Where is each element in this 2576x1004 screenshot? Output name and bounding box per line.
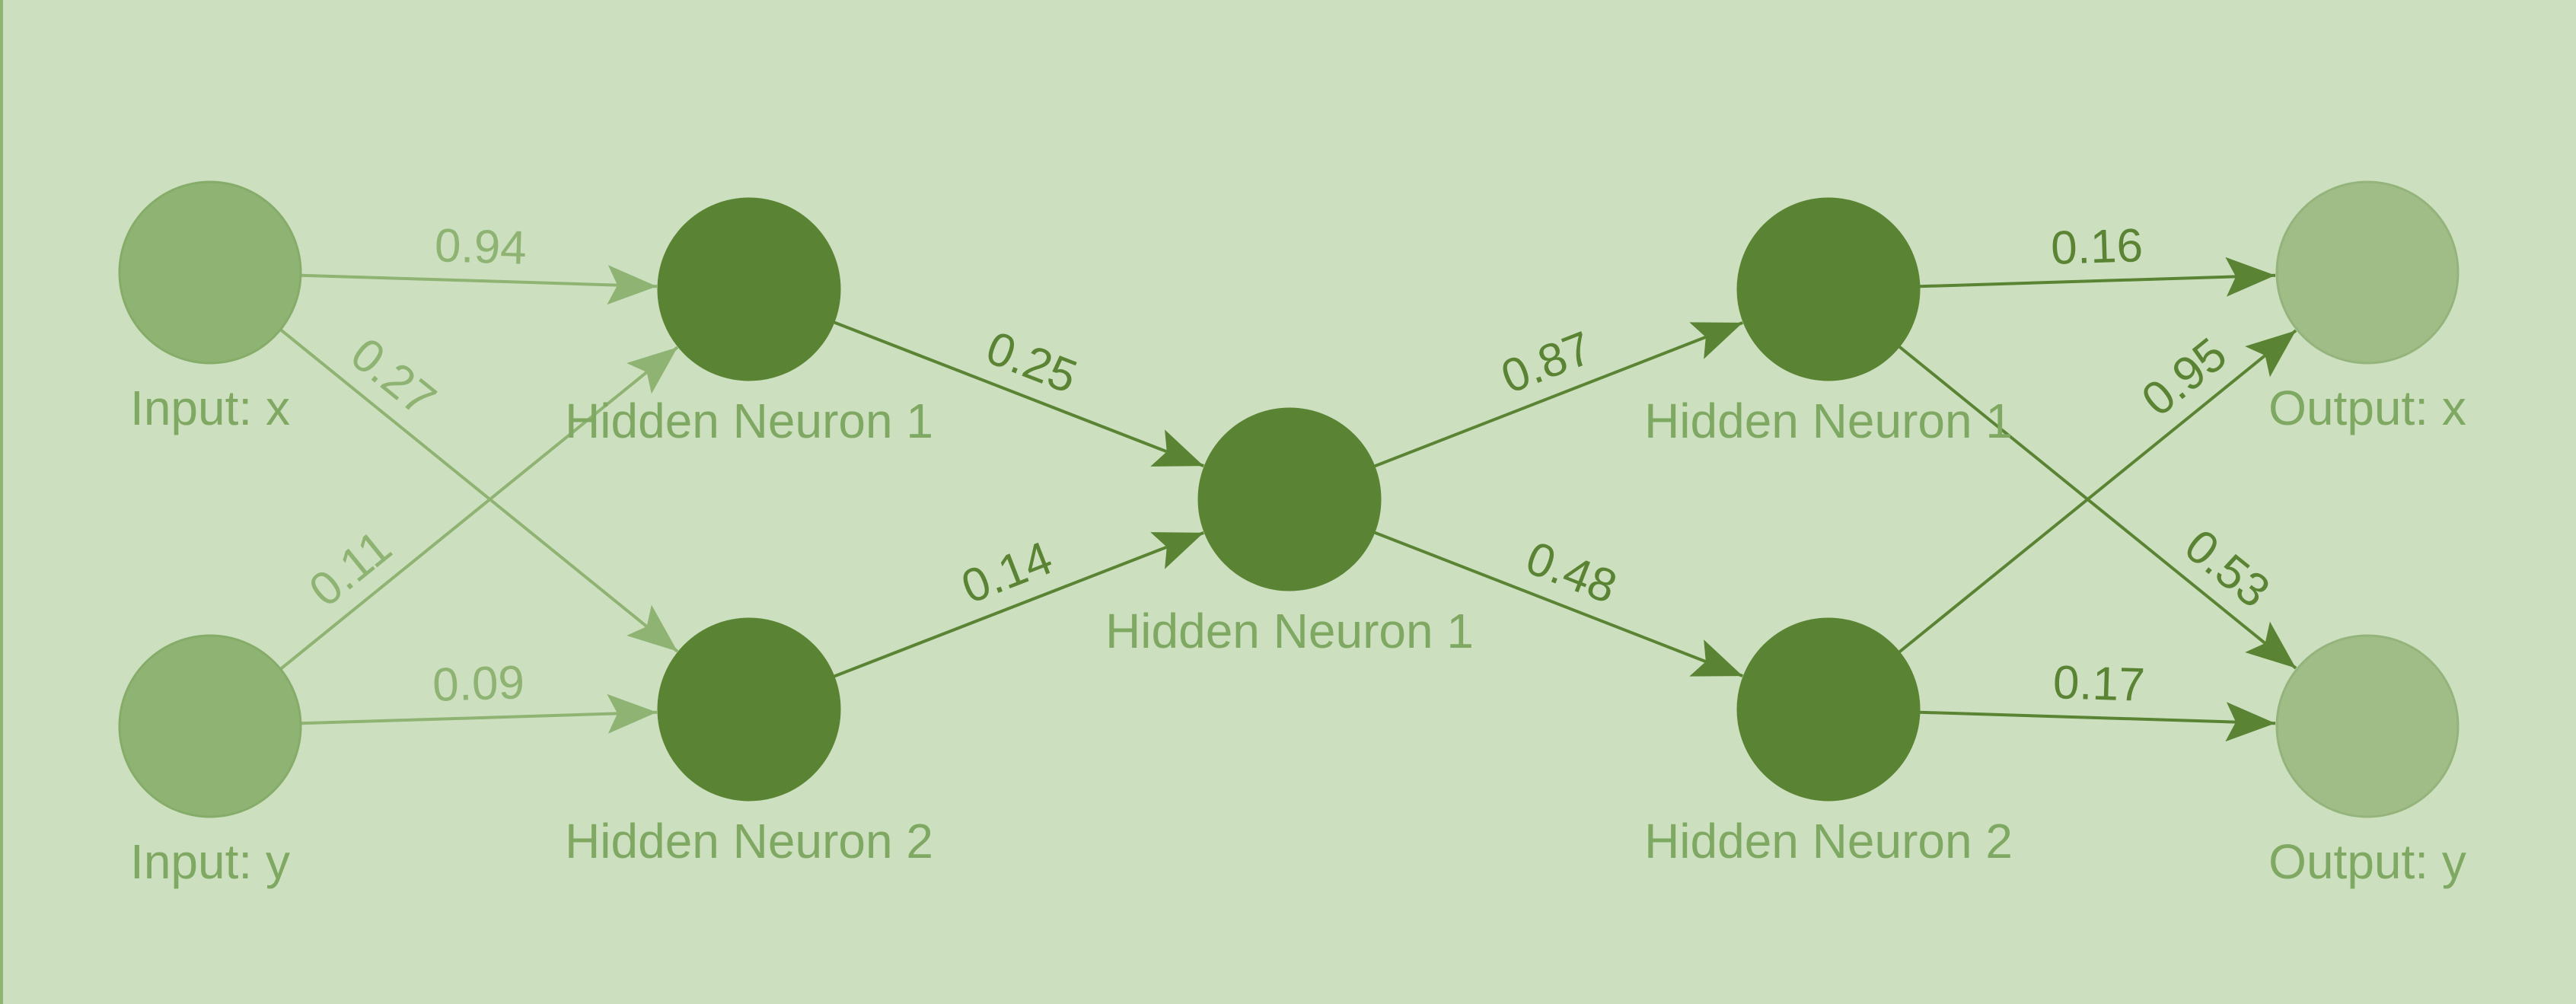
node-label: Hidden Neuron 2 [565,814,933,869]
edge-in_y-to-h1a [279,346,679,671]
node-label: Hidden Neuron 1 [565,394,933,448]
edge-in_x-to-h2a [279,328,679,653]
node-h2a[interactable] [657,617,841,802]
edge-weight-label: 0.53 [2175,519,2279,618]
node-in_x[interactable] [118,180,302,365]
edge-h2a-to-hc [833,531,1204,678]
edge-hc-to-h2b [1373,531,1743,677]
edges-layer: 0.94 0.27 0.11 0.09 0.25 0.14 0.87 0.48 0.16 0.53… [279,219,2297,742]
node-label: Hidden Neuron 1 [1105,604,1474,658]
node-label: Input: y [130,834,290,889]
edge-h1a-to-hc [833,320,1204,468]
edge-weight-label: 0.95 [2132,328,2236,427]
node-hc[interactable] [1197,407,1382,591]
node-h1a[interactable] [657,197,841,381]
edge-in_y-to-h2a [300,693,658,734]
left-border [0,0,3,1004]
node-label: Hidden Neuron 2 [1644,814,2013,869]
node-label: Output: x [2268,381,2466,435]
node-in_y[interactable] [118,634,302,818]
edge-weight-label: 0.14 [955,532,1059,614]
nodes-layer: Input: x Input: y Hidden Neuron 1 Hidden Ne… [118,180,2466,889]
node-h1b[interactable] [1736,197,1921,381]
edge-weight-label: 0.94 [434,219,528,275]
edge-in_x-to-h1a [300,265,658,305]
edge-weight-label: 0.48 [1519,531,1623,614]
node-out_x[interactable] [2275,180,2460,365]
edge-weight-label: 0.25 [979,322,1083,404]
node-h2b[interactable] [1736,617,1921,802]
edge-weight-label: 0.27 [341,328,445,427]
edge-h1b-to-out_x [1918,257,2276,297]
edge-weight-label: 0.16 [2050,219,2144,275]
edge-weight-label: 0.09 [432,656,525,712]
node-label: Output: y [2268,834,2466,889]
edge-weight-label: 0.11 [300,521,402,617]
edge-weight-label: 0.87 [1494,321,1599,403]
edge-weight-label: 0.17 [2052,656,2146,712]
node-label: Input: x [130,381,290,435]
node-out_y[interactable] [2275,634,2460,818]
edge-h2b-to-out_x [1898,329,2297,654]
edge-h2b-to-out_y [1918,702,2276,742]
node-label: Hidden Neuron 1 [1644,394,2013,448]
edge-h1b-to-out_y [1898,345,2297,670]
edge-hc-to-h1b [1373,321,1743,468]
